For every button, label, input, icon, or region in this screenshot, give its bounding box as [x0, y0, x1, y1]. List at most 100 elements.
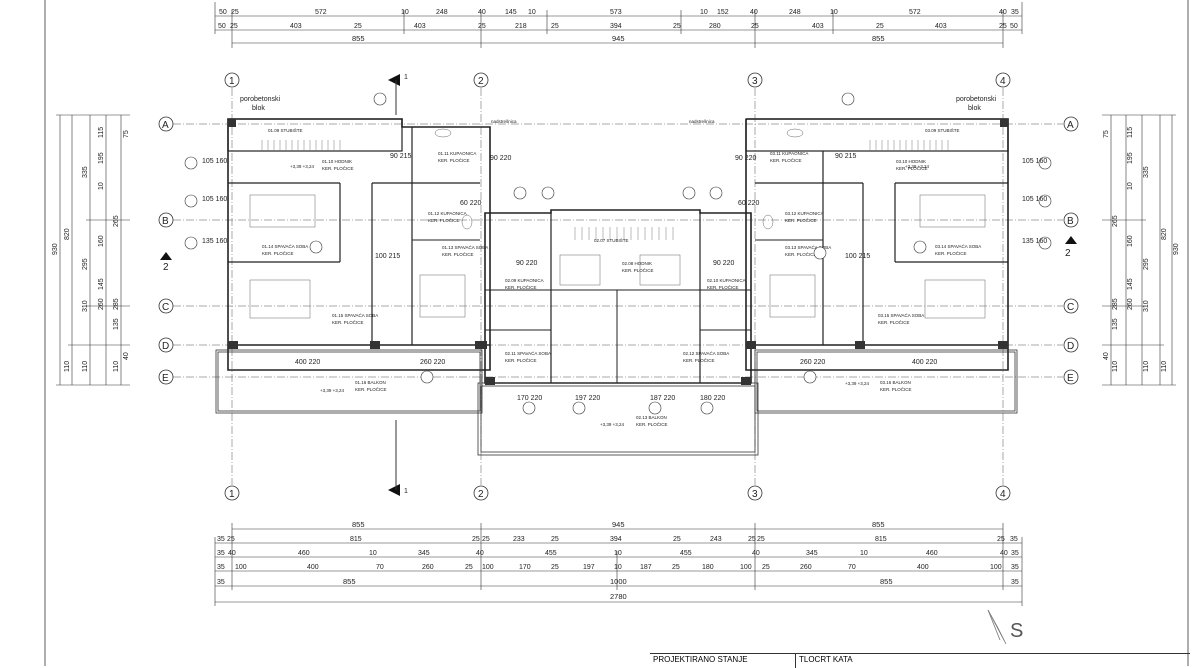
level-tag-3: +3,39 +3,24 — [320, 388, 345, 393]
door-tag-8: 187 220 — [650, 395, 675, 402]
dim-top-1-0: 50 — [219, 9, 227, 16]
room-0115: 01.15 SPAVAĆA SOBA — [332, 312, 378, 318]
dim-right-c4-0: 115 — [1127, 127, 1134, 138]
dim-left-c5-8: 40 — [123, 352, 130, 360]
opening-labels: 105 160 105 160 135 160 105 160 105 160 … — [202, 153, 1047, 427]
dim-bot-2-2: 815 — [350, 536, 362, 543]
dim-left-c4-8: 135 — [113, 318, 120, 330]
door-tag-9: 180 220 — [700, 395, 725, 402]
dim-left-c5-0: 75 — [123, 130, 130, 138]
room-0209-floor: KER. PLOČICE — [505, 284, 537, 290]
dim-top-2-2: 403 — [290, 23, 302, 30]
room-0208-floor: KER. PLOČICE — [622, 267, 654, 273]
title-block-sheet: TLOCRT KATA — [799, 655, 853, 664]
dim-bot-2-6: 25 — [551, 536, 559, 543]
notes: porobetonski blok porobetonski blok nads… — [240, 96, 997, 124]
right-dim-labels: 930 820 110 335 295 310 110 115 195 10 1… — [1103, 127, 1180, 372]
furniture — [249, 128, 986, 319]
door-tag-6: 170 220 — [517, 395, 542, 402]
dim-bot-2-5: 233 — [513, 536, 525, 543]
column-axis-labels: 1 2 3 4 1 2 3 4 — [229, 76, 1006, 500]
axis-row-c-right: C — [1067, 302, 1074, 313]
top-dim-labels: 50 25 572 10 248 40 145 10 573 10 152 40… — [218, 9, 1019, 43]
dim-right-c5-0: 75 — [1103, 130, 1110, 138]
dim-bot-4-9: 197 — [583, 564, 595, 571]
dim-bot-3-5: 40 — [476, 550, 484, 557]
dim-bot-3-0: 35 — [217, 550, 225, 557]
dim-left-c4-4: 265 — [113, 215, 120, 227]
dim-right-c4-1: 195 — [1127, 152, 1134, 164]
room-0111-floor: KER. PLOČICE — [438, 157, 470, 163]
dim-bot-2-9: 243 — [710, 536, 722, 543]
door-tag-3-right: 100 215 — [845, 253, 870, 260]
room-0212-floor: KER. PLOČICE — [683, 357, 715, 363]
door-tag-4-right: 60 220 — [738, 200, 760, 207]
dim-right-mid-0: 820 — [1161, 228, 1168, 240]
dim-bot-2-1: 25 — [227, 536, 235, 543]
dim-left-mid-1: 110 — [64, 361, 71, 372]
room-0316-floor: KER. PLOČICE — [880, 386, 912, 392]
door-tag-2: 90 220 — [490, 155, 512, 162]
dim-top-3-1: 945 — [612, 34, 625, 43]
window-tag-1-right: 105 160 — [1022, 158, 1047, 165]
window-tag-3-left: 135 160 — [202, 238, 227, 245]
room-0112-floor: KER. PLOČICE — [428, 217, 460, 223]
dim-bot-2-0: 35 — [217, 536, 225, 543]
dim-top-2-12: 403 — [812, 23, 824, 30]
room-0210: 02.10 KUPAONICA — [707, 278, 746, 283]
dim-top-2-3: 25 — [354, 23, 362, 30]
dim-bot-3-9: 40 — [752, 550, 760, 557]
axis-col-2-top: 2 — [478, 76, 484, 87]
dim-bot-2-14: 35 — [1010, 536, 1018, 543]
axis-col-3-top: 3 — [752, 76, 758, 87]
dim-left-c3-3: 110 — [82, 361, 89, 372]
dim-top-1-3: 10 — [401, 9, 409, 16]
room-0114-floor: KER. PLOČICE — [262, 250, 294, 256]
axis-col-4-top: 4 — [1000, 76, 1006, 87]
stairs — [261, 140, 949, 240]
dim-bot-3-13: 40 — [1000, 550, 1008, 557]
dim-top-2-16: 50 — [1010, 23, 1018, 30]
room-0113: 01.13 SPAVAĆA SOBA — [442, 244, 488, 250]
room-0111: 01.11 KUPAONICA — [438, 151, 476, 156]
dim-left-c3-2: 310 — [82, 300, 89, 312]
dim-left-mid-0: 820 — [64, 228, 71, 240]
dim-left-outer: 930 — [52, 243, 59, 255]
dim-bot-4-1: 100 — [235, 564, 247, 571]
window-tag-1-left: 105 160 — [202, 158, 227, 165]
dim-bot-2-11: 25 — [757, 536, 765, 543]
room-0213: 02.13 BALKON — [636, 415, 667, 420]
dim-bot-5-3: 855 — [880, 577, 893, 586]
dim-bot-3-12: 460 — [926, 550, 938, 557]
dim-top-1-11: 40 — [750, 9, 758, 16]
dim-right-mid-1: 110 — [1161, 361, 1168, 372]
room-0110-floor: KER. PLOČICE — [322, 165, 354, 171]
dim-right-outer: 930 — [1173, 243, 1180, 255]
dim-top-2-4: 403 — [414, 23, 426, 30]
dim-bot-5-1: 855 — [343, 577, 356, 586]
dim-top-1-16: 35 — [1011, 9, 1019, 16]
dim-right-c4-5: 145 — [1127, 278, 1134, 290]
dim-top-1-4: 248 — [436, 9, 448, 16]
axis-row-b-left: B — [162, 216, 169, 227]
dim-bot-4-5: 25 — [465, 564, 473, 571]
level-tag-4: +3,39 +3,24 — [600, 422, 625, 427]
dim-top-2-15: 25 — [999, 23, 1007, 30]
dim-right-c3-1: 295 — [1143, 258, 1150, 270]
note-nadstresnica-right: nadstrešnica — [689, 119, 715, 124]
note-nadstresnica-left: nadstrešnica — [491, 119, 517, 124]
dim-top-1-9: 10 — [700, 9, 708, 16]
dim-right-c3-2: 310 — [1143, 300, 1150, 312]
room-0114: 01.14 SPAVAĆA SOBA — [262, 243, 308, 249]
dim-bot-1-0: 855 — [352, 520, 365, 529]
dim-bot-3-14: 35 — [1011, 550, 1019, 557]
dim-bot-4-6: 100 — [482, 564, 494, 571]
axis-row-a-left: A — [162, 120, 169, 131]
dim-right-c4-7: 285 — [1112, 298, 1119, 310]
dim-left-c4-1: 195 — [98, 152, 105, 164]
door-tag-11: 400 220 — [295, 359, 320, 366]
dim-top-2-11: 25 — [751, 23, 759, 30]
section-marker-left: 2 — [163, 262, 169, 273]
level-tag-1: +3,39 +3,24 — [290, 164, 315, 169]
dim-bot-4-7: 170 — [519, 564, 531, 571]
